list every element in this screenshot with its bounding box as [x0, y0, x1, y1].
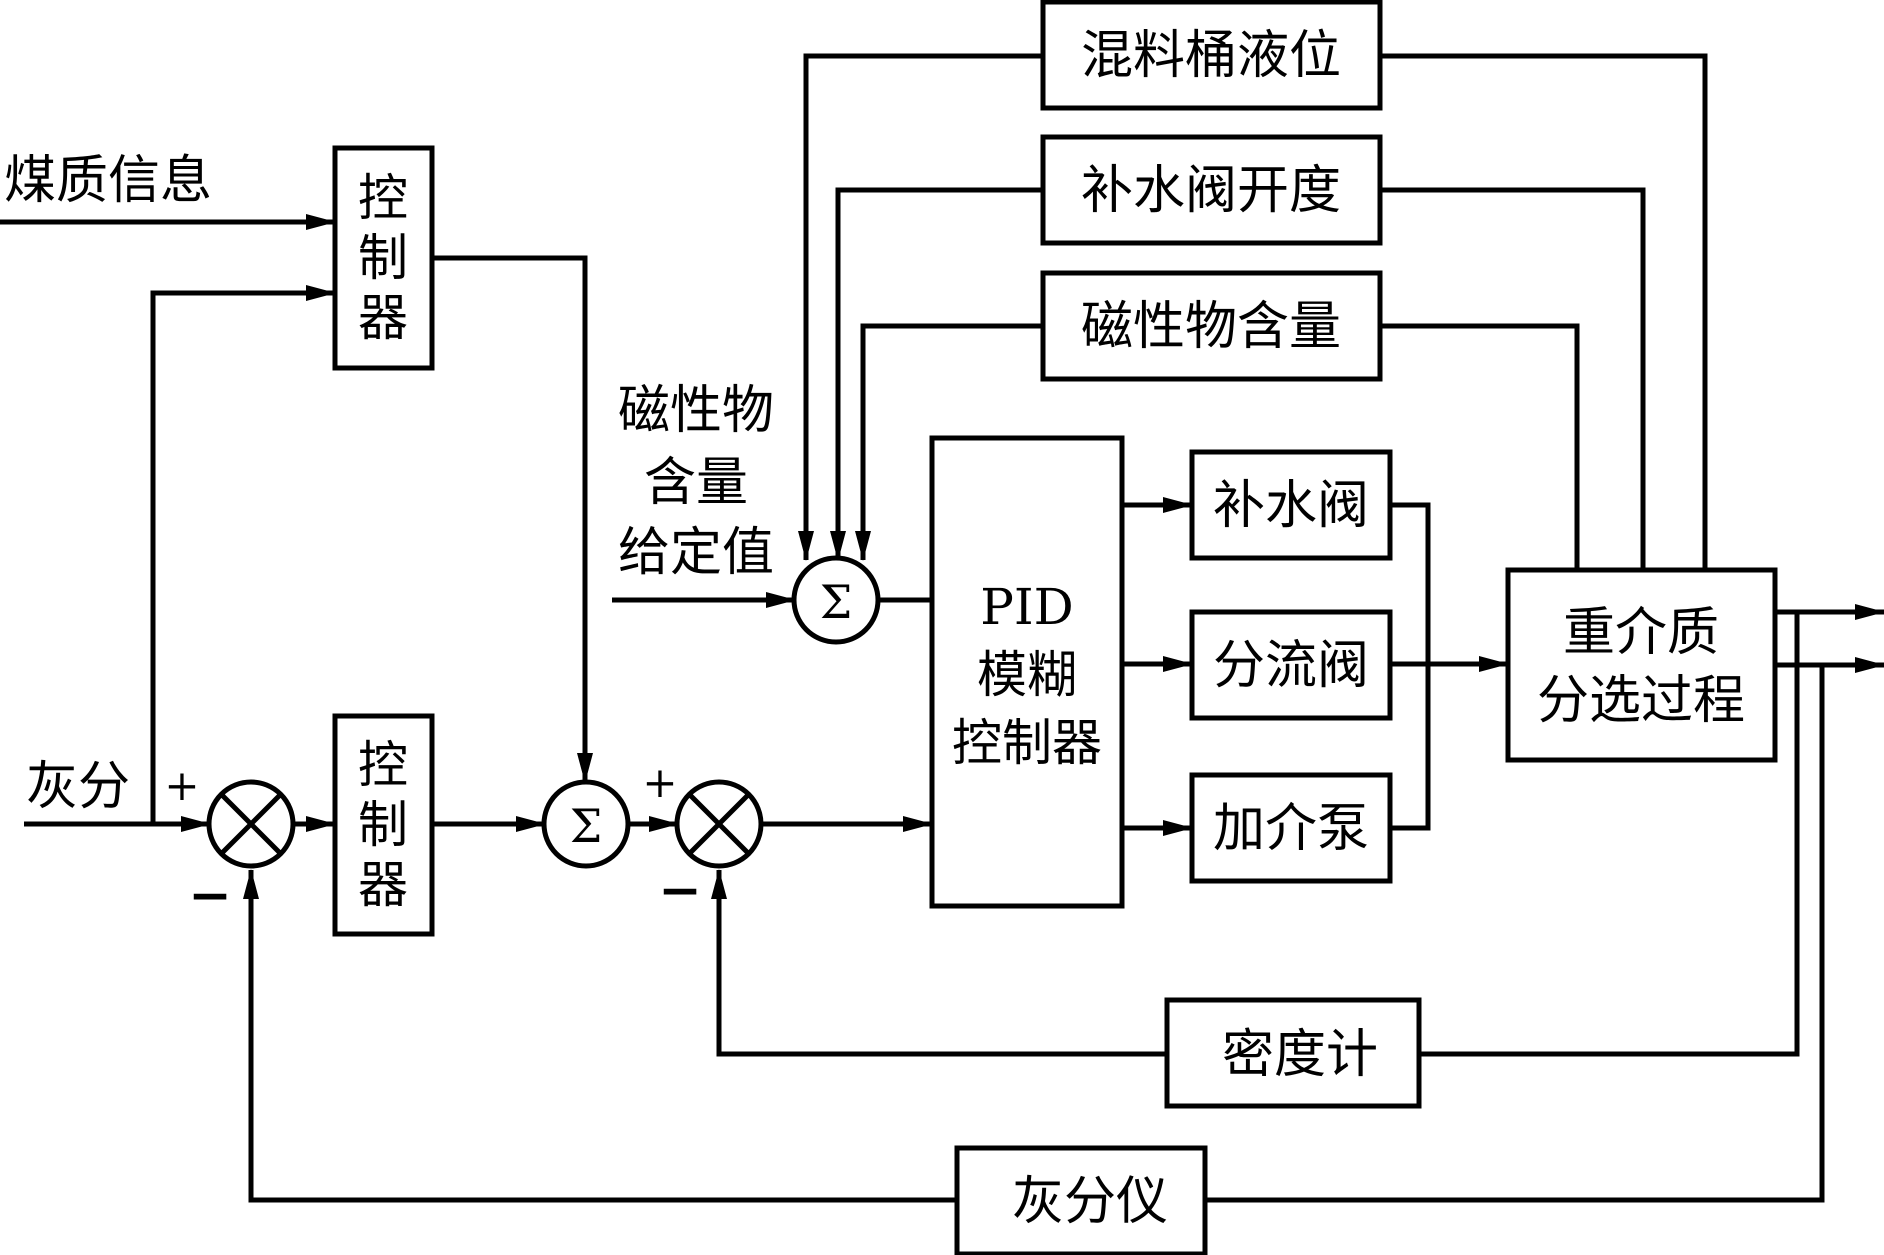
- multiply-junction-2: [674, 779, 764, 869]
- water-valve-opening-block: 补水阀开度: [1040, 134, 1383, 246]
- magnetic-content-label: 磁性物含量: [1081, 297, 1341, 357]
- multiply-junction-1: [206, 779, 296, 869]
- water-valve-block: 补水阀: [1189, 449, 1393, 561]
- split-valve-label: 分流阀: [1213, 636, 1369, 696]
- minus-sign-1: −: [188, 865, 232, 926]
- split-valve-block: 分流阀: [1189, 609, 1393, 721]
- mix-level-label: 混料桶液位: [1081, 26, 1341, 86]
- ash-feedback-line: [1205, 665, 1825, 1203]
- controller-bottom: 控制器: [332, 713, 435, 937]
- magnetic-content-block: 磁性物含量: [1040, 270, 1383, 382]
- mix-level-block: 混料桶液位: [1040, 0, 1383, 111]
- density-feedback-line: [1419, 612, 1800, 1057]
- sum-junction-2: Σ: [541, 779, 631, 869]
- process-label-line2: 分选过程: [1537, 671, 1745, 731]
- magnetic-feedback-line: [1380, 323, 1580, 570]
- ash-analyzer-block: 灰分仪: [954, 1145, 1208, 1255]
- density-meter-block: 密度计: [1164, 997, 1422, 1109]
- magnetic-to-sum1-arrow: [855, 323, 1043, 561]
- water-opening-feedback-line: [1380, 187, 1646, 570]
- ash-branch-arrow: [150, 285, 336, 824]
- controller-top-label: 控制器: [358, 169, 408, 347]
- process-label-line1: 重介质: [1563, 603, 1719, 663]
- coal-info-label: 煤质信息: [4, 151, 212, 211]
- connections: [0, 53, 1884, 1203]
- sum-symbol-2: Σ: [570, 799, 603, 853]
- fuzzy-label: 模糊: [977, 646, 1077, 704]
- setpoint-label-line2: 含量: [644, 453, 748, 513]
- pid-controller-label: 控制器: [952, 714, 1102, 772]
- setpoint-label-line1: 磁性物: [618, 381, 774, 441]
- controller-top-to-sum2-arrow: [432, 255, 593, 783]
- ash-label: 灰分: [26, 757, 130, 817]
- medium-pump-block: 加介泵: [1189, 772, 1393, 884]
- mix-level-feedback-line: [1380, 53, 1708, 570]
- sum-junction-1: Σ: [791, 555, 881, 645]
- density-meter-label: 密度计: [1222, 1025, 1378, 1085]
- water-valve-opening-label: 补水阀开度: [1081, 161, 1341, 221]
- minus-sign-2: −: [658, 860, 702, 921]
- ash-analyzer-to-mult1-arrow: [243, 869, 957, 1203]
- controller-bottom-label: 控制器: [358, 736, 408, 914]
- plus-sign-1: +: [164, 761, 199, 810]
- water-opening-to-sum1-arrow: [830, 187, 1043, 561]
- pid-label: PID: [980, 578, 1073, 636]
- ash-analyzer-label: 灰分仪: [1012, 1172, 1168, 1232]
- mix-level-to-sum1-arrow: [798, 53, 1043, 561]
- controller-top: 控制器: [332, 145, 435, 371]
- medium-pump-label: 加介泵: [1213, 799, 1369, 859]
- dense-medium-process-block: 重介质 分选过程: [1505, 567, 1778, 763]
- sum-symbol-1: Σ: [820, 575, 853, 629]
- density-to-mult2-arrow: [711, 869, 1167, 1057]
- setpoint-label-line3: 给定值: [618, 523, 774, 583]
- pid-fuzzy-controller: PID 模糊 控制器: [929, 435, 1125, 909]
- water-valve-label: 补水阀: [1213, 476, 1369, 536]
- plus-sign-2: +: [642, 758, 677, 807]
